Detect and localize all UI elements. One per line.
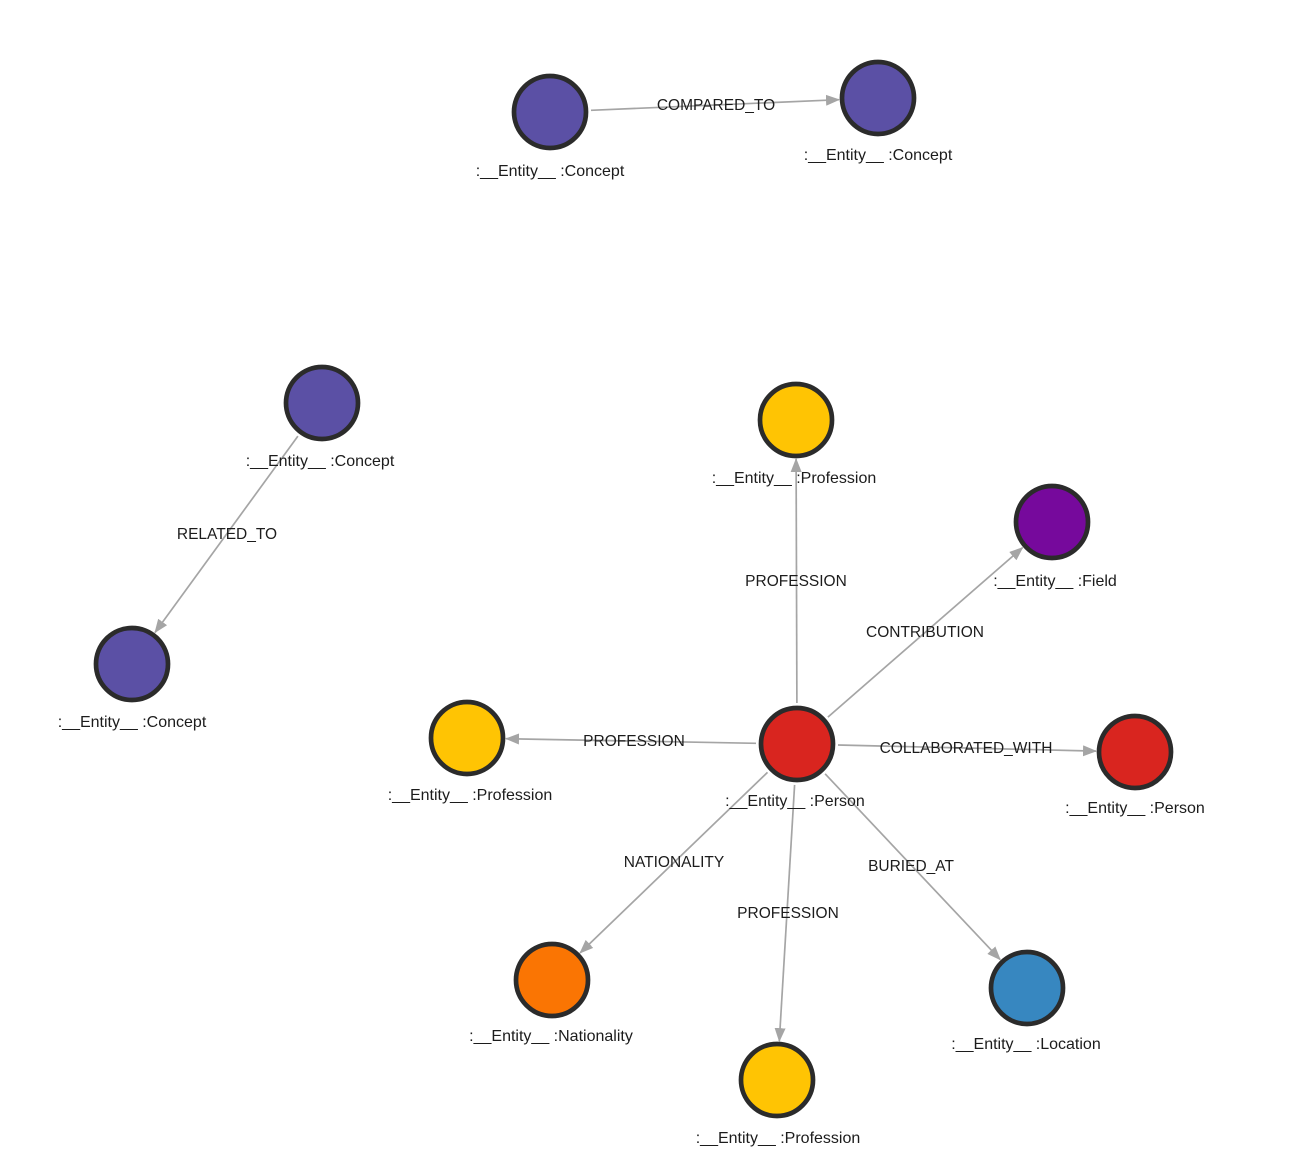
edge-label: BURIED_AT [868,858,954,875]
edge-line[interactable] [827,546,1024,718]
graph-node-concept-c[interactable] [283,364,361,442]
edge-labels-layer: COMPARED_TO RELATED_TO PROFESSION CONTRIBUT… [177,97,1053,922]
edge-label: COMPARED_TO [657,97,775,114]
graph-node-concept-b[interactable] [839,59,917,137]
graph-node-profession-top[interactable] [757,381,835,459]
edge-label: COLLABORATED_WITH [880,740,1053,757]
nodes-layer [93,59,1174,1119]
edge-line[interactable] [590,94,840,112]
edge-line[interactable] [505,733,757,745]
edge-label: PROFESSION [737,905,839,922]
node-label: :__Entity__ :Location [951,1036,1100,1053]
edge-line[interactable] [824,773,1001,961]
node-label: :__Entity__ :Field [993,573,1117,590]
node-label: :__Entity__ :Profession [712,470,877,487]
graph-node-concept-a[interactable] [511,73,589,151]
graph-node-nationality-a[interactable] [513,941,591,1019]
edge-line[interactable] [837,744,1097,757]
graph-node-location-a[interactable] [988,949,1066,1027]
edges-layer [154,94,1097,1043]
node-label: :__Entity__ :Person [725,793,865,810]
node-label: :__Entity__ :Concept [246,453,395,470]
node-label: :__Entity__ :Nationality [469,1028,633,1045]
edge-label: PROFESSION [583,733,685,750]
edge-line[interactable] [154,435,299,634]
graph-node-profession-left[interactable] [428,699,506,777]
edge-label: CONTRIBUTION [866,624,984,641]
edge-line[interactable] [579,771,769,954]
node-label: :__Entity__ :Concept [476,163,625,180]
node-label: :__Entity__ :Profession [696,1130,861,1147]
edge-line[interactable] [790,458,802,704]
edge-label: RELATED_TO [177,526,277,543]
edge-line[interactable] [774,784,796,1043]
node-labels-layer: :__Entity__ :Concept :__Entity__ :Concept… [58,147,1205,1147]
edge-label: NATIONALITY [624,854,724,871]
graph-node-profession-bot[interactable] [738,1041,816,1119]
graph-node-field-a[interactable] [1013,483,1091,561]
graph-node-person-main[interactable] [758,705,836,783]
edge-label: PROFESSION [745,573,847,590]
node-label: :__Entity__ :Concept [804,147,953,164]
graph-node-person-b[interactable] [1096,713,1174,791]
node-label: :__Entity__ :Person [1065,800,1205,817]
node-label: :__Entity__ :Concept [58,714,207,731]
graph-node-concept-d[interactable] [93,625,171,703]
node-label: :__Entity__ :Profession [388,787,553,804]
